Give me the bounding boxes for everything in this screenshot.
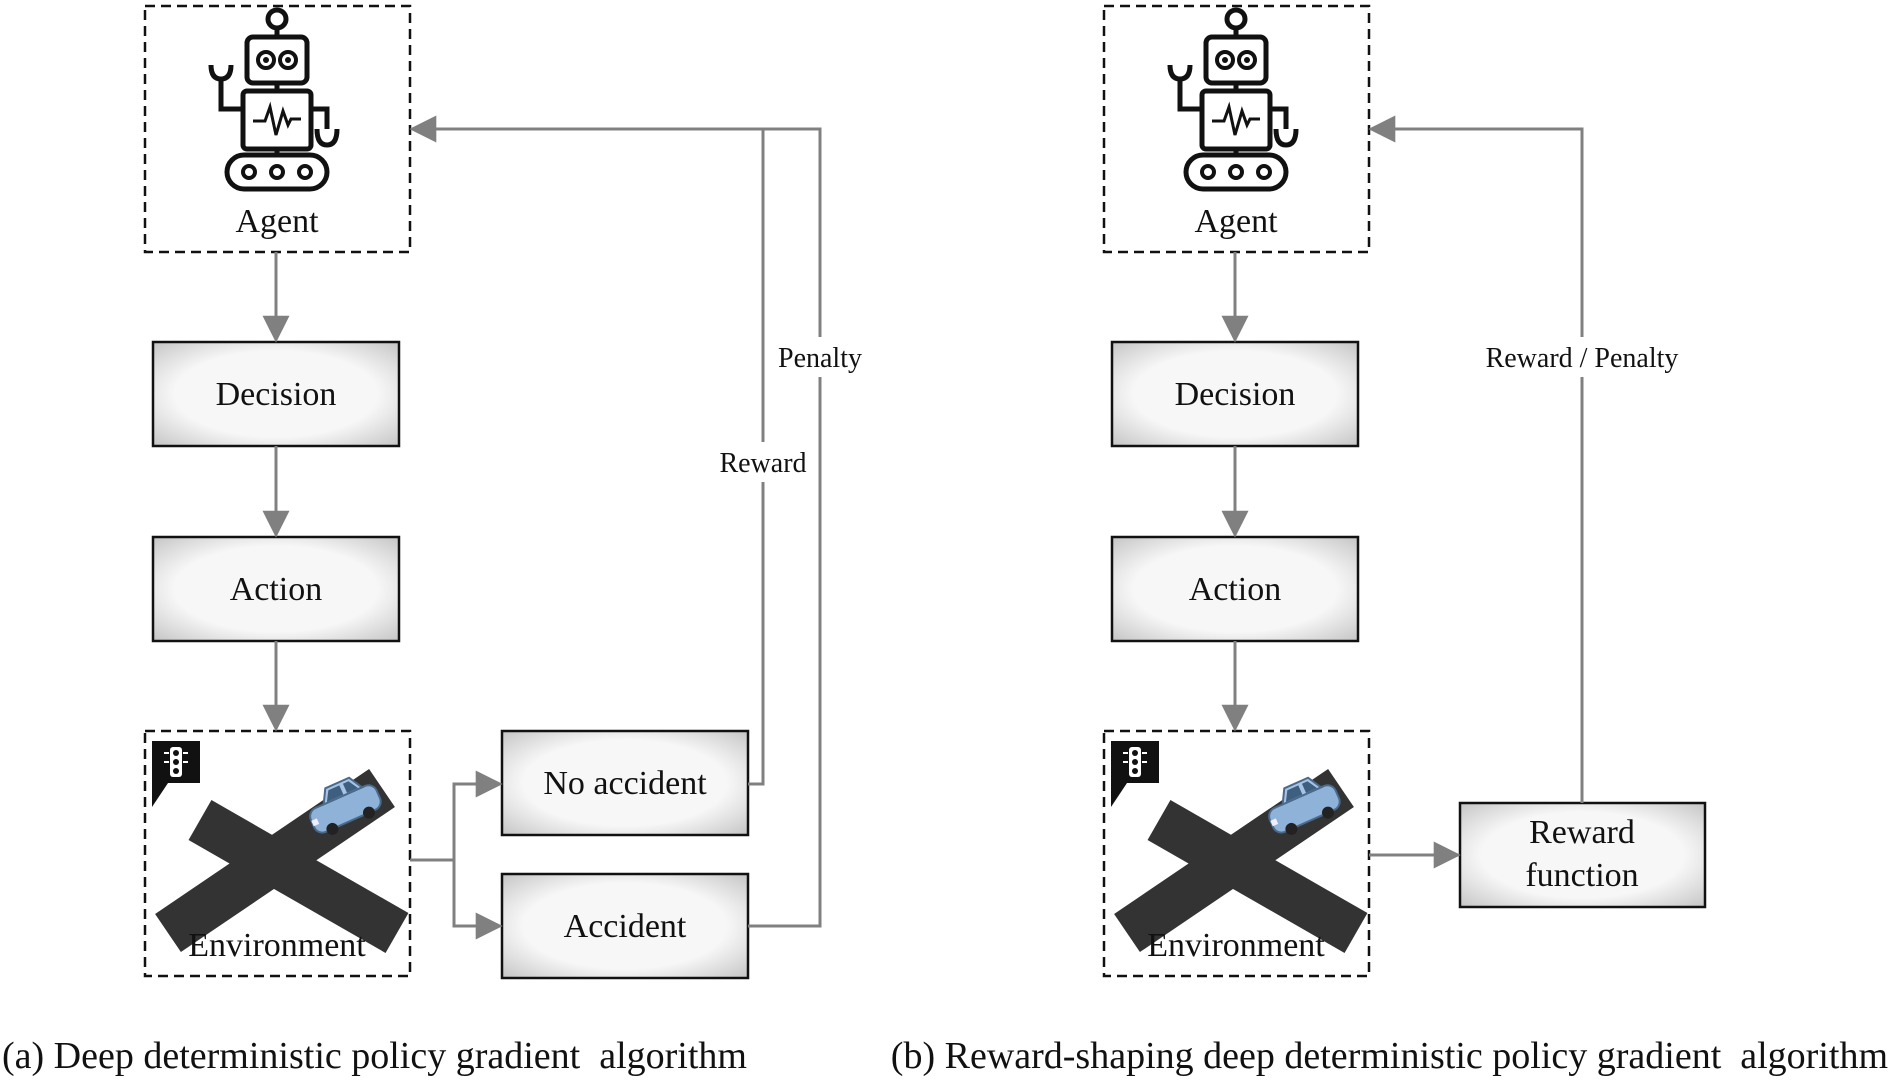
decision-box-b: Decision xyxy=(1110,340,1360,448)
action-box-b: Action xyxy=(1110,535,1360,643)
action-label-b: Action xyxy=(1189,571,1282,608)
caption-a: (a) Deep deterministic policy gradient a… xyxy=(2,1035,747,1077)
panel-a: Agent Decision Action Environment No acc… xyxy=(143,4,874,980)
environment-to-no-accident-arrow xyxy=(410,770,503,862)
environment-to-accident-arrow xyxy=(452,860,503,940)
caption-b: (b) Reward-shaping deep deterministic po… xyxy=(891,1035,1888,1077)
agent-box-b: Agent xyxy=(1102,4,1371,254)
action-box: Action xyxy=(151,535,401,643)
agent-label-b: Agent xyxy=(1194,203,1278,240)
panel-b-arrows xyxy=(1221,115,1584,869)
environment-box-b: Environment xyxy=(1102,729,1371,978)
decision-label: Decision xyxy=(216,376,337,413)
reward-function-box: Reward function xyxy=(1458,801,1707,909)
panel-b: Agent Decision Action Environment Reward… xyxy=(1102,4,1707,978)
no-accident-label: No accident xyxy=(543,765,707,802)
no-accident-box: No accident xyxy=(500,729,750,837)
reward-penalty-edge-label: Reward / Penalty xyxy=(1486,343,1679,374)
agent-box: Agent xyxy=(143,4,412,254)
decision-label-b: Decision xyxy=(1175,376,1296,413)
reward-edge-label: Reward xyxy=(719,448,806,479)
action-label: Action xyxy=(230,571,323,608)
penalty-edge-label: Penalty xyxy=(778,343,862,374)
reward-function-line2: function xyxy=(1525,857,1638,894)
environment-label-b: Environment xyxy=(1147,927,1325,964)
reward-penalty-feedback-arrow xyxy=(1368,115,1584,803)
environment-box: Environment xyxy=(143,729,412,978)
agent-label: Agent xyxy=(235,203,319,240)
reward-function-line1: Reward xyxy=(1529,814,1635,851)
decision-box: Decision xyxy=(151,340,401,448)
penalty-feedback-line xyxy=(748,127,822,928)
environment-label: Environment xyxy=(188,927,366,964)
accident-label: Accident xyxy=(564,908,687,945)
accident-box: Accident xyxy=(500,872,750,980)
